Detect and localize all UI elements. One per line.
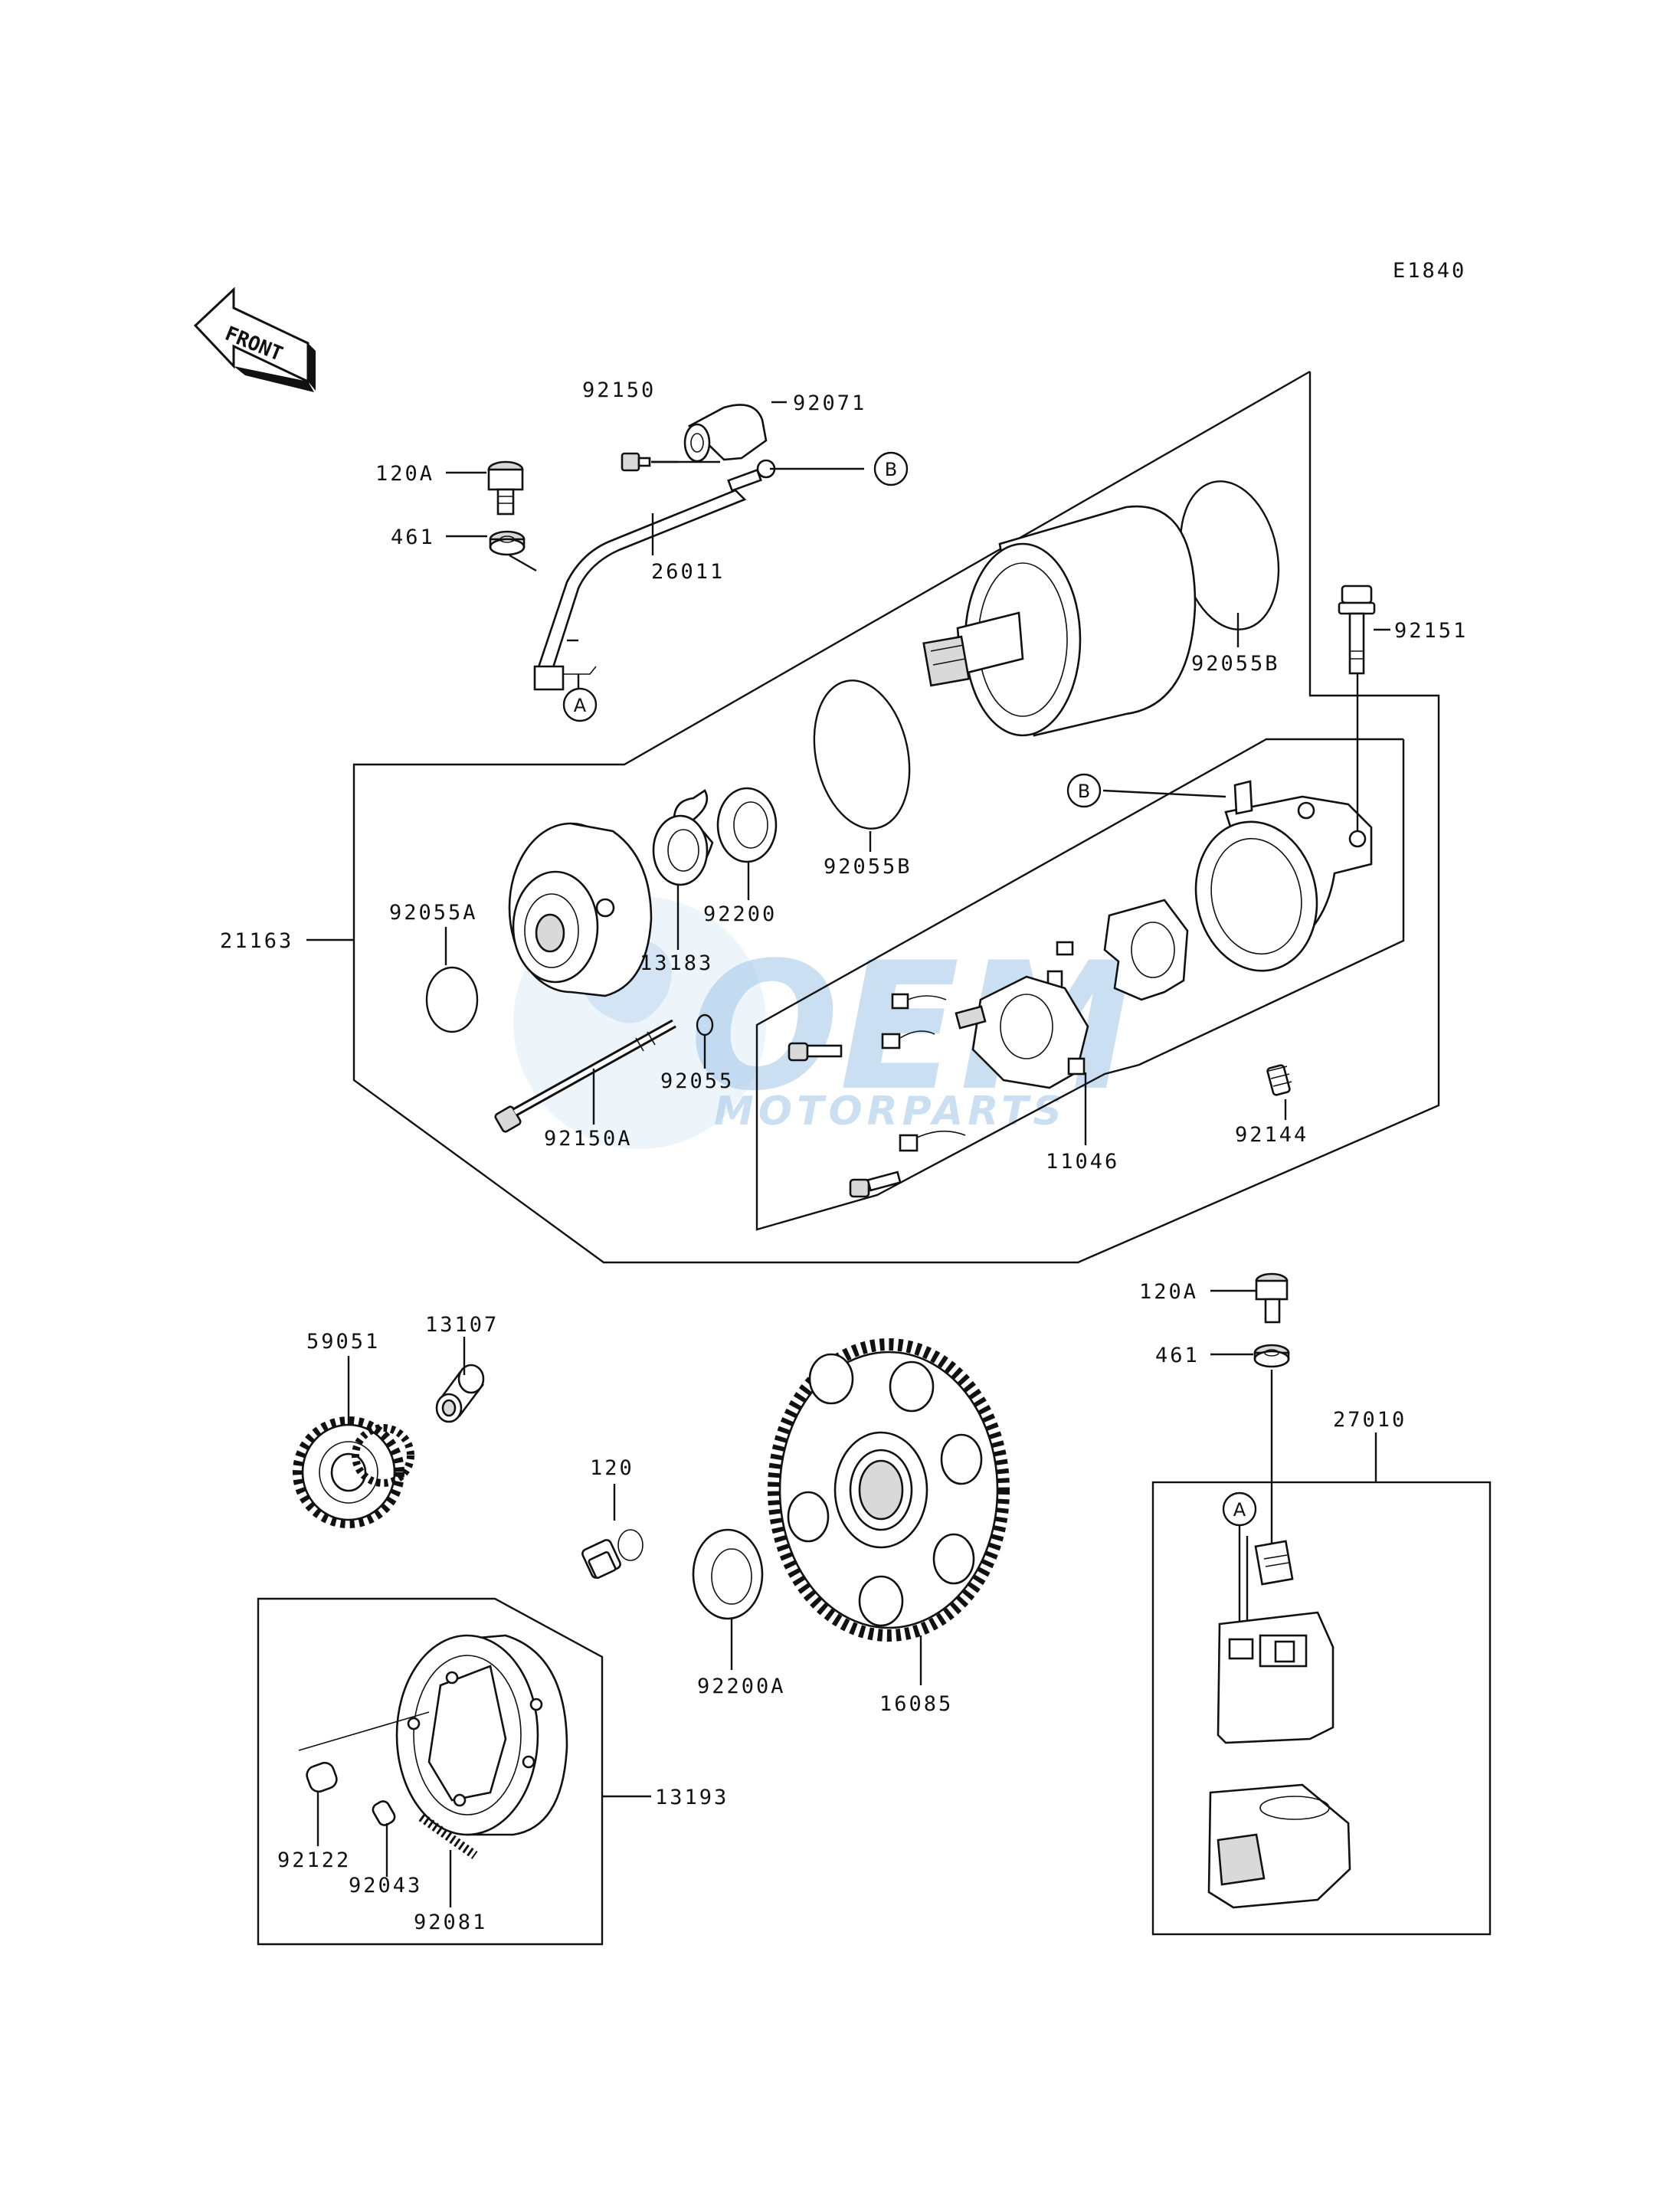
- part-label-461-top: 461: [391, 526, 435, 549]
- part-label-92055b-top: 92055B: [1191, 652, 1280, 676]
- brush-holder-icon: [788, 899, 1189, 1198]
- part-label-92043: 92043: [349, 1874, 422, 1897]
- leader-lines: [306, 401, 1390, 1907]
- part-label-92071: 92071: [793, 391, 866, 415]
- callout-a-bottom-label: A: [1233, 1499, 1246, 1521]
- rear-cover-icon: [1194, 780, 1373, 972]
- bolt-120a-bottom-icon: [1255, 1272, 1289, 1324]
- one-way-clutch-frame: [257, 1597, 604, 1946]
- washer-461-top-icon: [489, 530, 526, 556]
- watermark-sub: MOTORPARTS: [714, 1089, 1066, 1135]
- shaft-13107-icon: [435, 1364, 485, 1423]
- callout-b-mid: B: [1066, 773, 1102, 808]
- part-label-16085: 16085: [879, 1692, 953, 1716]
- washer-92200a-icon: [692, 1528, 764, 1620]
- part-label-26011: 26011: [651, 560, 725, 584]
- part-label-92122: 92122: [277, 1848, 351, 1872]
- part-label-461-bottom: 461: [1155, 1344, 1200, 1367]
- yoke-armature-icon: [922, 505, 1197, 737]
- spring-92144-icon: [1266, 1064, 1292, 1096]
- washer-92200-icon: [716, 787, 778, 863]
- part-label-120: 120: [590, 1456, 634, 1480]
- relay-27010-icon: [1207, 1536, 1351, 1909]
- part-label-120a-top: 120A: [375, 462, 434, 486]
- part-label-92081: 92081: [414, 1911, 487, 1934]
- brush-holder-frame: [755, 738, 1405, 1231]
- part-labels: 92150 92071 120A 461 26011 92055B 92151 …: [220, 378, 1468, 1934]
- part-label-92150a: 92150A: [544, 1127, 633, 1151]
- callout-a-top-label: A: [574, 695, 587, 716]
- o-ring-92055b-mid-icon: [813, 679, 911, 830]
- part-label-59051: 59051: [306, 1330, 380, 1354]
- front-arrow-icon: FRONT: [193, 286, 316, 392]
- bolt-92151-icon: [1338, 584, 1376, 675]
- callout-a-top: A: [562, 687, 598, 722]
- starter-assembly-frame: [352, 370, 1440, 1264]
- bolt-92150-icon: [621, 452, 651, 472]
- bolt-92150a-icon: [494, 1019, 676, 1133]
- o-ring-92055a-icon: [425, 966, 479, 1033]
- callout-b-top-label: B: [885, 459, 897, 480]
- washer-461-bottom-icon: [1253, 1344, 1290, 1368]
- part-label-92144: 92144: [1235, 1123, 1308, 1147]
- part-label-27010: 27010: [1333, 1408, 1407, 1432]
- front-cover-icon: [508, 822, 653, 997]
- callout-a-bottom: A: [1222, 1491, 1257, 1527]
- spring-92081-icon: [418, 1813, 478, 1859]
- part-label-92200a: 92200A: [697, 1675, 786, 1698]
- part-label-92150: 92150: [582, 378, 656, 402]
- clutch-13193-icon: [298, 1634, 568, 1836]
- callout-b-top: B: [873, 451, 909, 486]
- part-label-120a-bottom: 120A: [1139, 1280, 1198, 1304]
- relay-frame: [1151, 1481, 1492, 1936]
- part-label-92055a: 92055A: [389, 901, 478, 925]
- callout-b-mid-label: B: [1078, 781, 1090, 802]
- part-label-92055: 92055: [660, 1069, 734, 1093]
- bolt-120-icon: [581, 1529, 644, 1580]
- part-label-13183: 13183: [640, 951, 713, 975]
- cable-26011-icon: [533, 459, 776, 691]
- part-label-92151: 92151: [1394, 619, 1468, 643]
- part-label-13107: 13107: [425, 1313, 499, 1337]
- part-label-13193: 13193: [655, 1786, 729, 1809]
- gear-59051-icon: [293, 1416, 414, 1528]
- pin-92043-icon: [372, 1800, 396, 1826]
- part-label-92055b-mid: 92055B: [824, 855, 912, 879]
- part-label-92200: 92200: [703, 902, 777, 926]
- part-label-21163: 21163: [220, 929, 293, 953]
- part-label-11046: 11046: [1046, 1150, 1119, 1174]
- plate-13183-icon: [652, 789, 714, 886]
- roller-92122-icon: [306, 1761, 338, 1793]
- diagram-code: E1840: [1393, 259, 1466, 283]
- gear-16085-icon: [768, 1338, 1010, 1642]
- bolt-120a-top-icon: [487, 460, 524, 516]
- cap-92071-icon: [683, 404, 768, 463]
